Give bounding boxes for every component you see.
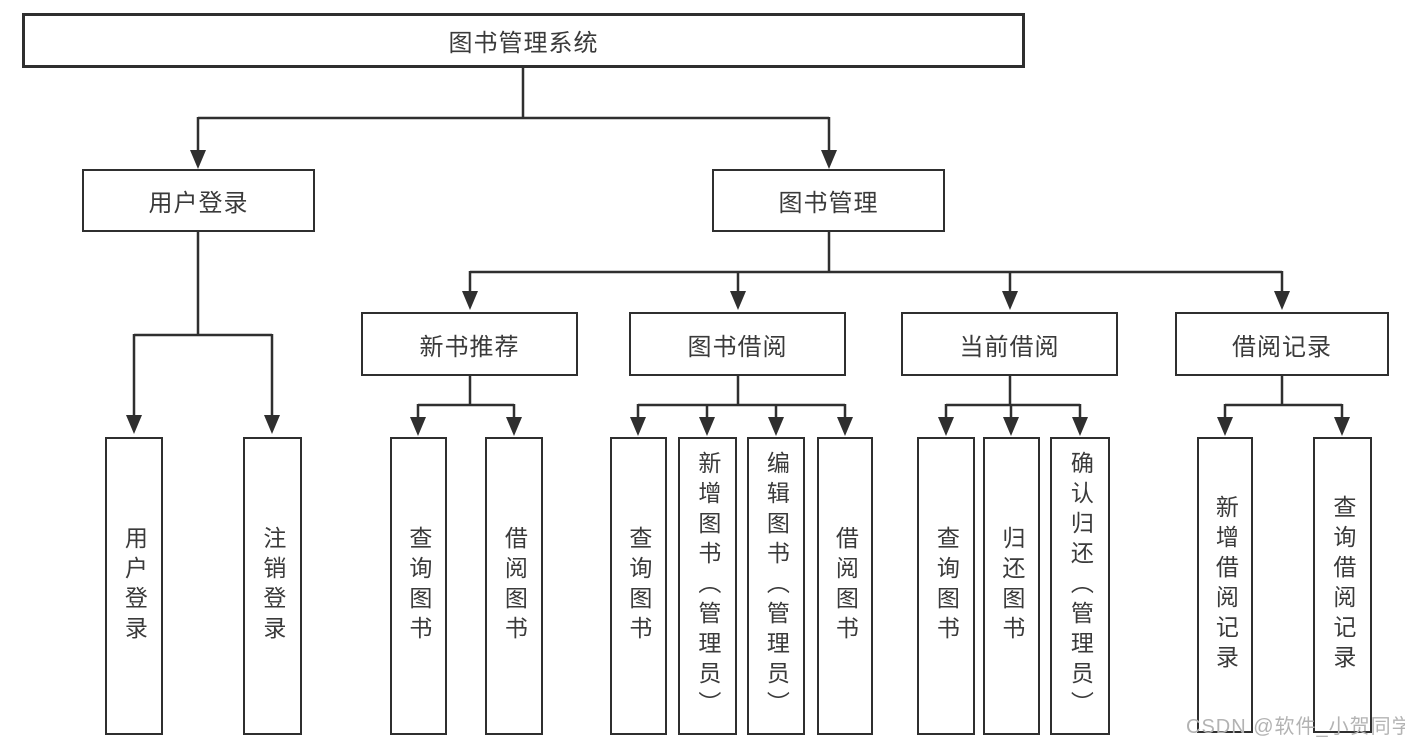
leaf-confirm-return-admin: 确认归还（管理员）: [1050, 437, 1110, 735]
watermark-text: CSDN @软件_小贺同学: [1186, 716, 1405, 738]
node-current-borrow-label: 当前借阅: [959, 333, 1060, 361]
leaf-query-borrow-record: 查询借阅记录: [1313, 437, 1372, 733]
leaf-query-book-recommend-label: 查询图书: [405, 526, 432, 646]
node-current-borrow: 当前借阅: [901, 312, 1118, 376]
leaf-add-borrow-record-label: 新增借阅记录: [1212, 495, 1239, 675]
leaf-borrow-book-borrow-label: 借阅图书: [832, 526, 859, 646]
leaf-edit-book-admin: 编辑图书（管理员）: [747, 437, 805, 735]
leaf-add-book-admin: 新增图书（管理员）: [678, 437, 737, 735]
node-new-book-recommend: 新书推荐: [361, 312, 578, 376]
leaf-add-book-admin-label: 新增图书（管理员）: [694, 451, 721, 721]
leaf-query-book-borrow-label: 查询图书: [625, 526, 652, 646]
node-book-borrow-label: 图书借阅: [687, 333, 788, 361]
node-root-label: 图书管理系统: [448, 30, 599, 57]
node-book-management-label: 图书管理: [778, 190, 879, 217]
leaf-add-borrow-record: 新增借阅记录: [1197, 437, 1253, 733]
leaf-logout-label: 注销登录: [259, 526, 286, 646]
leaf-return-book-label: 归还图书: [998, 526, 1025, 646]
node-user-login-label: 用户登录: [148, 190, 249, 217]
arrowheads: [126, 150, 1350, 436]
leaf-borrow-book-borrow: 借阅图书: [817, 437, 873, 735]
node-book-management: 图书管理: [712, 169, 945, 232]
node-root: 图书管理系统: [22, 13, 1025, 68]
leaf-edit-book-admin-label: 编辑图书（管理员）: [763, 451, 790, 721]
leaf-user-login: 用户登录: [105, 437, 163, 735]
leaf-borrow-book-recommend-label: 借阅图书: [501, 526, 528, 646]
leaf-query-book-borrow: 查询图书: [610, 437, 667, 735]
leaf-logout: 注销登录: [243, 437, 302, 735]
node-book-borrow: 图书借阅: [629, 312, 846, 376]
leaf-return-book: 归还图书: [983, 437, 1040, 735]
leaf-query-book-recommend: 查询图书: [390, 437, 447, 735]
node-new-book-recommend-label: 新书推荐: [419, 333, 520, 361]
leaf-query-borrow-record-label: 查询借阅记录: [1329, 495, 1356, 675]
leaf-borrow-book-recommend: 借阅图书: [485, 437, 543, 735]
node-borrow-records-label: 借阅记录: [1232, 333, 1332, 361]
node-borrow-records: 借阅记录: [1175, 312, 1389, 376]
leaf-confirm-return-admin-label: 确认归还（管理员）: [1067, 451, 1094, 721]
leaf-user-login-label: 用户登录: [121, 526, 148, 646]
node-user-login: 用户登录: [82, 169, 315, 232]
leaf-query-book-current-label: 查询图书: [933, 526, 960, 646]
leaf-query-book-current: 查询图书: [917, 437, 975, 735]
